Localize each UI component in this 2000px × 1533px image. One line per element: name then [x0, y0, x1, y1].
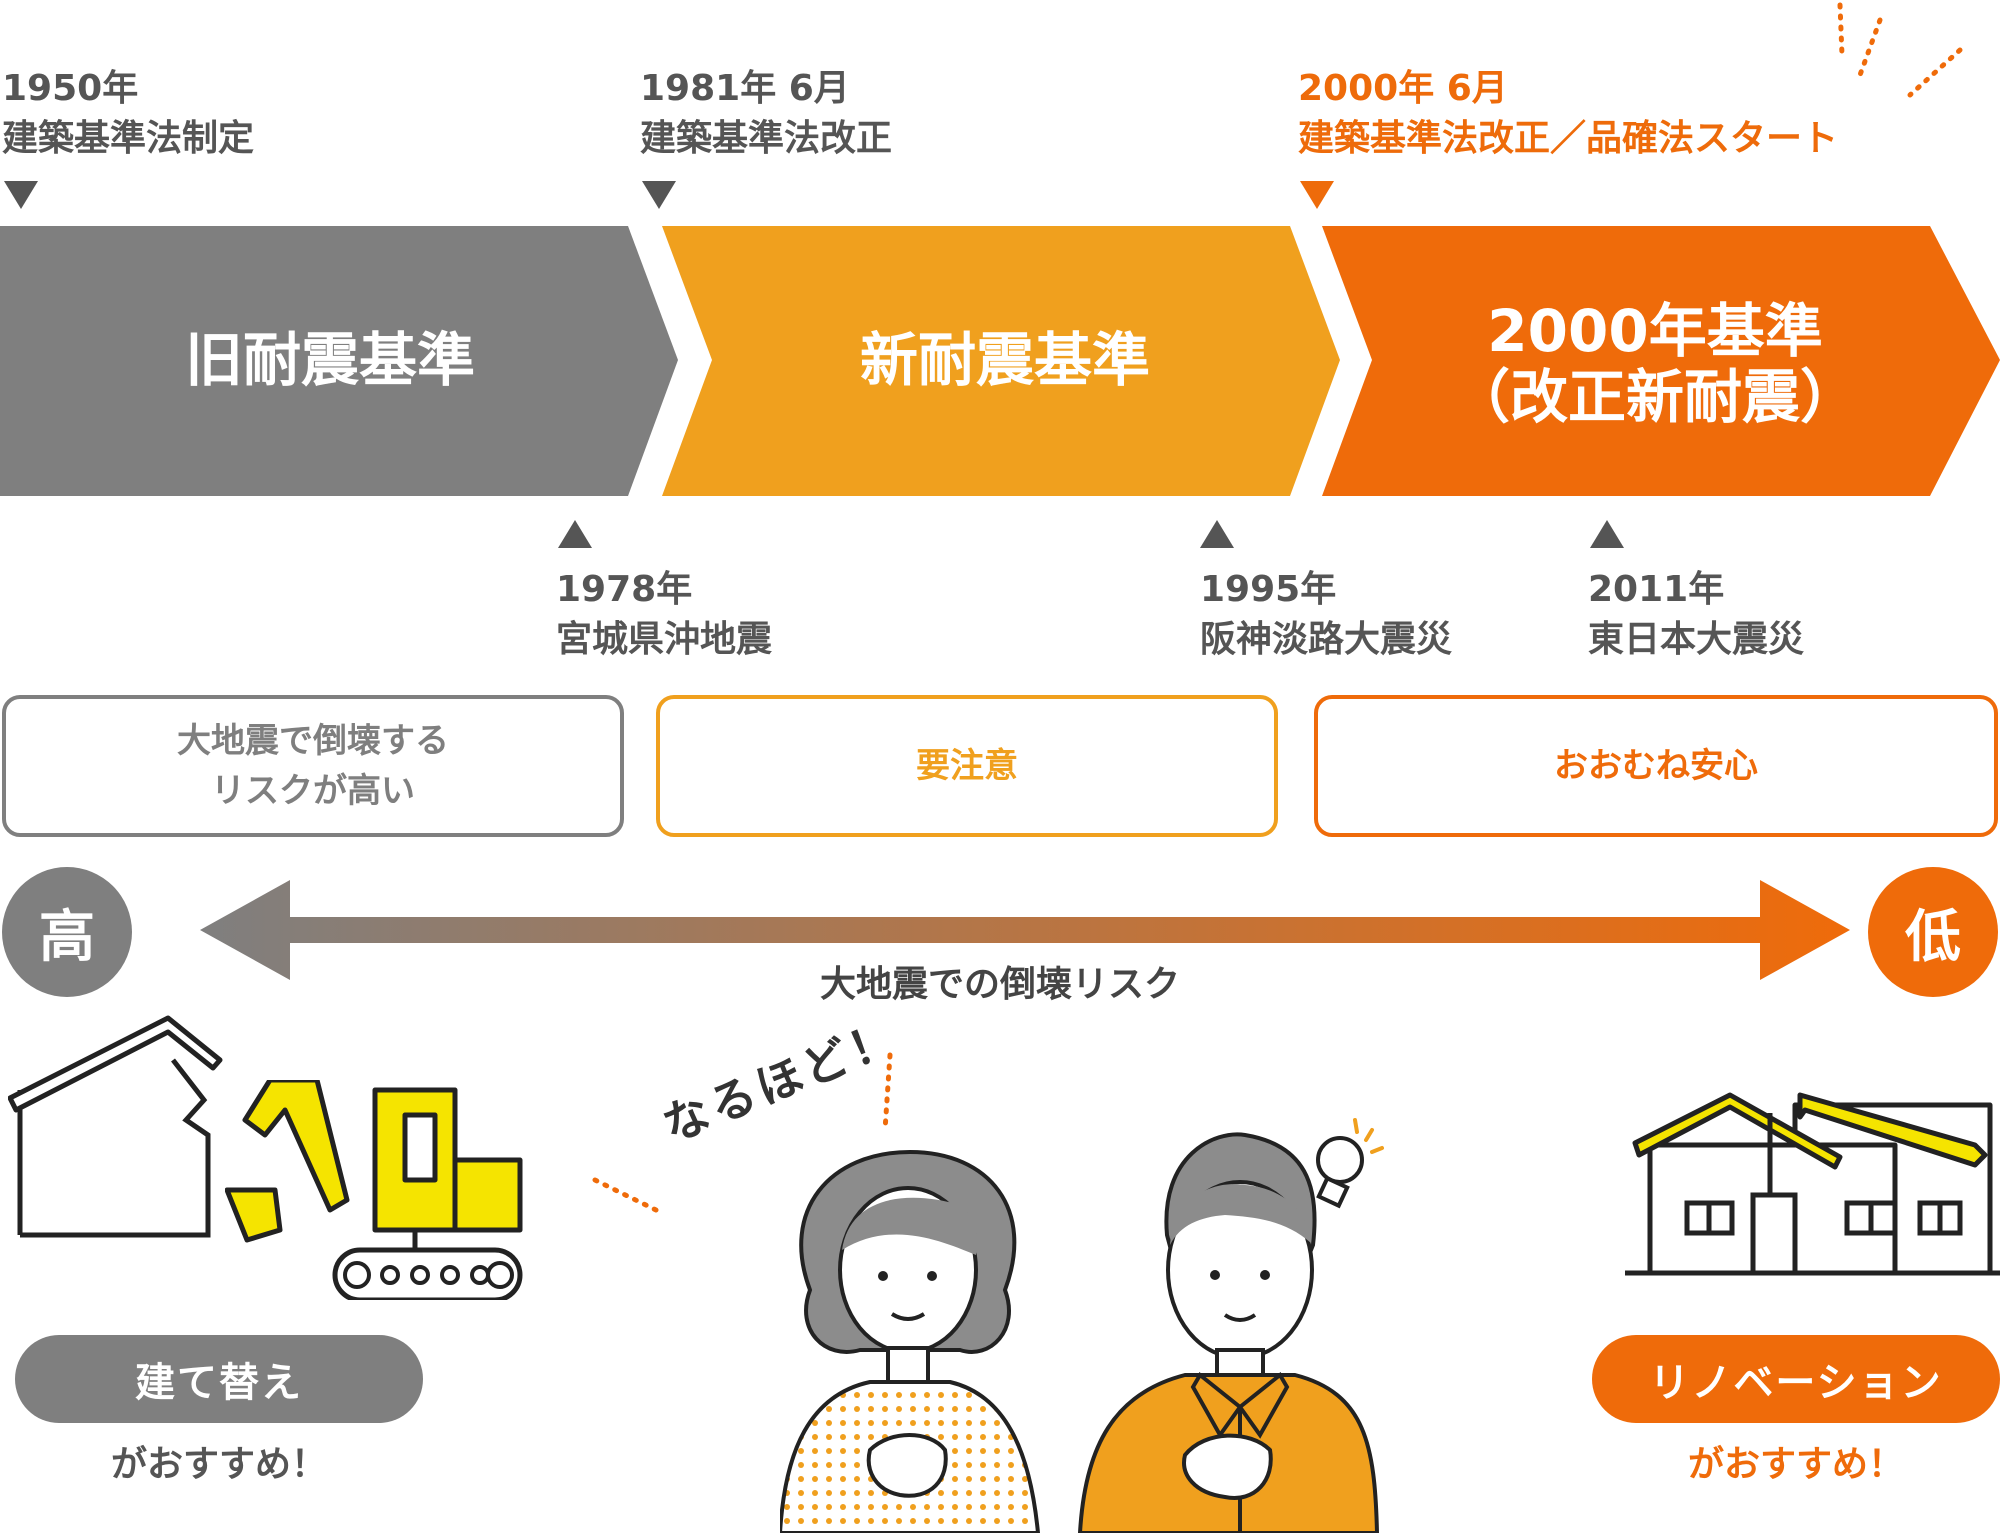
marker-down-icon	[4, 181, 38, 209]
marker-up-icon	[1200, 520, 1234, 548]
era-2000-title: 2000年基準 （改正新耐震）	[1330, 298, 1980, 430]
milestone-year: 1995年	[1200, 569, 1337, 610]
era-band	[0, 226, 2000, 496]
risk-scale-arrow	[200, 880, 1850, 980]
risk-box-old: 大地震で倒壊する リスクが高い	[2, 695, 624, 837]
excavator-icon	[225, 1080, 523, 1300]
renovation-pill: リノベーション	[1592, 1335, 2000, 1423]
rebuild-note: がおすすめ！	[110, 1444, 327, 1485]
milestone-1978: 1978年 宮城県沖地震	[556, 565, 772, 665]
risk-high-badge: 高	[2, 867, 132, 997]
renovation-note: がおすすめ！	[1687, 1444, 1904, 1485]
broken-house-icon	[8, 1015, 223, 1238]
lightbulb-icon	[1316, 1118, 1384, 1209]
risk-text-line1: 大地震で倒壊する	[177, 721, 449, 761]
marker-up-icon	[558, 520, 592, 548]
milestone-1981: 1981年 6月 建築基準法改正	[640, 64, 892, 164]
milestone-year: 1981年 6月	[640, 68, 850, 109]
burst-lines-icon	[1837, 2, 1963, 98]
era-2000-arrow	[1322, 226, 2000, 496]
risk-box-2000: おおむね安心	[1314, 695, 1998, 837]
risk-text: 要注意	[916, 746, 1018, 786]
risk-text-line2: リスクが高い	[211, 771, 415, 811]
milestone-2000: 2000年 6月 建築基準法改正／品確法スタート	[1298, 64, 1838, 164]
era-new-arrow	[662, 226, 1340, 496]
milestone-event: 東日本大震災	[1588, 619, 1805, 660]
era-new-title: 新耐震基準	[859, 326, 1150, 394]
era-2000-title-line1: 2000年基準	[1487, 297, 1823, 365]
milestone-event: 建築基準法改正／品確法スタート	[1298, 118, 1839, 159]
man-icon	[1077, 1132, 1380, 1533]
era-2000-title-line2: （改正新耐震）	[1451, 363, 1858, 431]
rebuild-pill: 建て替え	[15, 1335, 423, 1423]
milestone-event: 建築基準法制定	[2, 118, 255, 159]
marker-down-icon	[1300, 181, 1334, 209]
risk-low-badge: 低	[1868, 867, 1998, 997]
marker-down-icon	[642, 181, 676, 209]
milestone-event: 阪神淡路大震災	[1200, 619, 1453, 660]
woman-icon	[780, 1150, 1040, 1533]
risk-text: おおむね安心	[1554, 746, 1758, 786]
milestone-1995: 1995年 阪神淡路大震災	[1200, 565, 1452, 665]
era-old-arrow	[0, 226, 678, 496]
milestone-2011: 2011年 東日本大震災	[1588, 565, 1804, 665]
milestone-event: 宮城県沖地震	[556, 619, 773, 660]
milestone-year: 1978年	[556, 569, 693, 610]
milestone-1950: 1950年 建築基準法制定	[2, 64, 254, 164]
risk-scale-label: 大地震での倒壊リスク	[819, 964, 1180, 1005]
marker-up-icon	[1590, 520, 1624, 548]
milestone-year: 2000年 6月	[1298, 68, 1508, 109]
milestone-year: 1950年	[2, 68, 139, 109]
milestone-event: 建築基準法改正	[640, 118, 893, 159]
era-old-title: 旧耐震基準	[184, 326, 475, 394]
exclaim-dots-icon	[592, 1052, 893, 1215]
renovated-houses-icon	[1625, 1092, 2000, 1276]
milestone-year: 2011年	[1588, 569, 1725, 610]
risk-box-new: 要注意	[656, 695, 1278, 837]
